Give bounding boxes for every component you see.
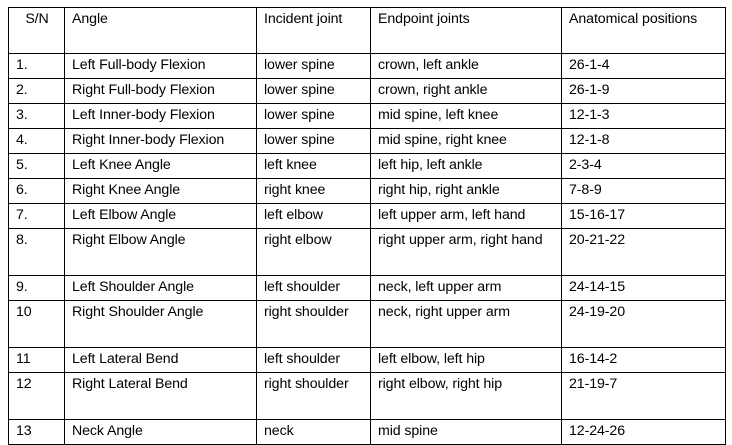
cell-sn: 11: [8, 347, 65, 373]
cell-anatomical-positions: 2-3-4: [561, 153, 726, 179]
cell-sn: 7.: [8, 203, 65, 229]
cell-anatomical-positions: 16-14-2: [561, 347, 726, 373]
cell-endpoint-joints: left hip, left ankle: [370, 153, 562, 179]
cell-anatomical-positions: 7-8-9: [561, 178, 726, 204]
column-header-anatomical-positions: Anatomical positions: [561, 7, 726, 54]
cell-sn: 10: [8, 300, 65, 348]
cell-endpoint-joints: left upper arm, left hand: [370, 203, 562, 229]
cell-anatomical-positions: 12-1-3: [561, 103, 726, 129]
table-header-row: S/N Angle Incident joint Endpoint joints…: [8, 7, 726, 54]
cell-sn: 9.: [8, 275, 65, 301]
cell-incident-joint: lower spine: [256, 103, 371, 129]
cell-endpoint-joints: mid spine, right knee: [370, 128, 562, 154]
cell-incident-joint: left shoulder: [256, 347, 371, 373]
cell-incident-joint: lower spine: [256, 78, 371, 104]
cell-endpoint-joints: mid spine: [370, 419, 562, 445]
cell-sn: 3.: [8, 103, 65, 129]
cell-sn: 4.: [8, 128, 65, 154]
cell-sn: 12: [8, 372, 65, 420]
cell-incident-joint: lower spine: [256, 128, 371, 154]
cell-anatomical-positions: 24-19-20: [561, 300, 726, 348]
cell-sn: 6.: [8, 178, 65, 204]
cell-endpoint-joints: crown, left ankle: [370, 53, 562, 79]
column-header-endpoint-joints: Endpoint joints: [370, 7, 562, 54]
cell-incident-joint: left elbow: [256, 203, 371, 229]
cell-anatomical-positions: 21-19-7: [561, 372, 726, 420]
cell-angle: Right Shoulder Angle: [64, 300, 257, 348]
column-header-incident-joint: Incident joint: [256, 7, 371, 54]
cell-anatomical-positions: 12-24-26: [561, 419, 726, 445]
table-header: S/N Angle Incident joint Endpoint joints…: [8, 7, 726, 54]
cell-endpoint-joints: right elbow, right hip: [370, 372, 562, 420]
cell-anatomical-positions: 24-14-15: [561, 275, 726, 301]
column-header-sn: S/N: [8, 7, 65, 54]
cell-angle: Right Elbow Angle: [64, 228, 257, 276]
cell-incident-joint: right knee: [256, 178, 371, 204]
cell-endpoint-joints: left elbow, left hip: [370, 347, 562, 373]
cell-endpoint-joints: crown, right ankle: [370, 78, 562, 104]
cell-angle: Left Lateral Bend: [64, 347, 257, 373]
cell-incident-joint: left shoulder: [256, 275, 371, 301]
cell-endpoint-joints: mid spine, left knee: [370, 103, 562, 129]
cell-sn: 1.: [8, 53, 65, 79]
cell-incident-joint: left knee: [256, 153, 371, 179]
cell-anatomical-positions: 26-1-4: [561, 53, 726, 79]
cell-angle: Left Inner-body Flexion: [64, 103, 257, 129]
cell-sn: 2.: [8, 78, 65, 104]
angle-definitions-table-container: S/N Angle Incident joint Endpoint joints…: [8, 7, 726, 445]
cell-sn: 5.: [8, 153, 65, 179]
cell-incident-joint: lower spine: [256, 53, 371, 79]
angle-definitions-table: S/N Angle Incident joint Endpoint joints…: [8, 7, 726, 445]
cell-angle: Left Elbow Angle: [64, 203, 257, 229]
cell-endpoint-joints: neck, left upper arm: [370, 275, 562, 301]
cell-sn: 13: [8, 419, 65, 445]
column-header-angle: Angle: [64, 7, 257, 54]
cell-angle: Right Inner-body Flexion: [64, 128, 257, 154]
cell-endpoint-joints: neck, right upper arm: [370, 300, 562, 348]
cell-angle: Left Shoulder Angle: [64, 275, 257, 301]
cell-anatomical-positions: 12-1-8: [561, 128, 726, 154]
cell-angle: Left Knee Angle: [64, 153, 257, 179]
cell-angle: Right Knee Angle: [64, 178, 257, 204]
cell-incident-joint: right shoulder: [256, 372, 371, 420]
cell-endpoint-joints: right hip, right ankle: [370, 178, 562, 204]
cell-angle: Right Lateral Bend: [64, 372, 257, 420]
cell-sn: 8.: [8, 228, 65, 276]
cell-angle: Right Full-body Flexion: [64, 78, 257, 104]
cell-incident-joint: neck: [256, 419, 371, 445]
document-page: S/N Angle Incident joint Endpoint joints…: [8, 7, 726, 445]
cell-incident-joint: right shoulder: [256, 300, 371, 348]
cell-anatomical-positions: 15-16-17: [561, 203, 726, 229]
cell-angle: Neck Angle: [64, 419, 257, 445]
cell-anatomical-positions: 26-1-9: [561, 78, 726, 104]
cell-incident-joint: right elbow: [256, 228, 371, 276]
cell-anatomical-positions: 20-21-22: [561, 228, 726, 276]
cell-endpoint-joints: right upper arm, right hand: [370, 228, 562, 276]
cell-angle: Left Full-body Flexion: [64, 53, 257, 79]
